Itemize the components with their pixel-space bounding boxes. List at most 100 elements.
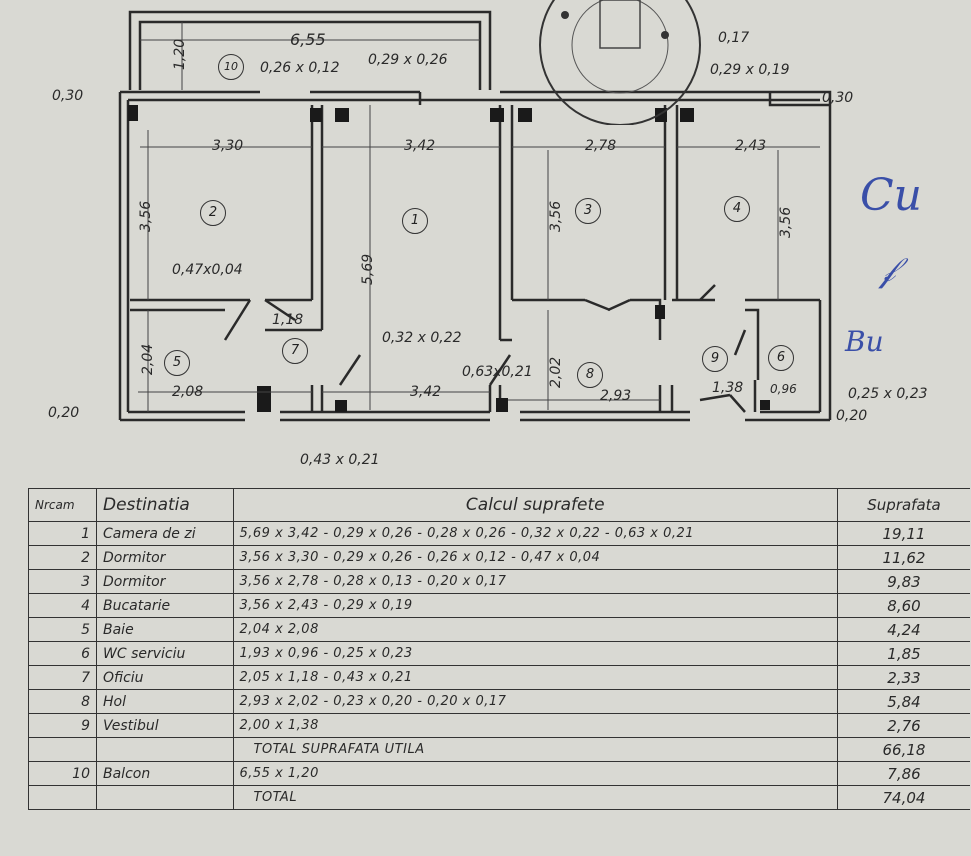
room-number: 7 <box>28 665 97 690</box>
room-number: 1 <box>28 521 97 546</box>
room-number-7: 7 <box>282 338 308 364</box>
dim-note: 0,25 x 0,23 <box>848 386 928 402</box>
room-number: 8 <box>28 689 97 714</box>
dim-r2-width: 3,30 <box>212 138 244 154</box>
header-calcul: Calcul suprafete <box>232 488 838 522</box>
room-number: 2 <box>28 545 97 570</box>
room-number-2: 2 <box>200 200 226 226</box>
doors <box>223 284 747 413</box>
room-destination <box>96 737 233 762</box>
area-calculation: TOTAL <box>232 785 838 810</box>
dim-note: 0,43 x 0,21 <box>300 452 380 468</box>
dim-r4-height: 3,56 <box>778 206 794 238</box>
room-number-3: 3 <box>575 198 601 224</box>
dim-r7-width: 1,18 <box>272 312 304 328</box>
area-value: 66,18 <box>837 737 970 762</box>
outer-wall <box>120 90 832 420</box>
area-calculation: 2,05 x 1,18 - 0,43 x 0,21 <box>232 665 838 690</box>
room-number <box>28 737 97 762</box>
room-number-4: 4 <box>724 196 750 222</box>
dim-r9-width: 1,38 <box>712 380 744 396</box>
room-number: 10 <box>28 761 97 786</box>
room-destination: Camera de zi <box>96 521 233 546</box>
dim-note: 0,29 x 0,26 <box>368 52 448 68</box>
room-number <box>28 785 97 810</box>
signature: 𝒻 <box>880 250 896 290</box>
dim-r3-height: 3,56 <box>548 200 564 232</box>
area-calculation: 2,04 x 2,08 <box>232 617 838 642</box>
room-destination: WC serviciu <box>96 641 233 666</box>
dim-note: 0,29 x 0,19 <box>710 62 790 78</box>
dim-r6-width: 0,96 <box>770 382 797 396</box>
room-destination: Hol <box>96 689 233 714</box>
header-nrcam: Nrcam <box>28 488 97 522</box>
signature: Bu <box>845 325 884 358</box>
area-value: 2,76 <box>837 713 970 738</box>
room-number: 3 <box>28 569 97 594</box>
room-number: 9 <box>28 713 97 738</box>
room-destination: Baie <box>96 617 233 642</box>
floor-plan <box>118 10 832 422</box>
area-value: 8,60 <box>837 593 970 618</box>
room-destination: Bucatarie <box>96 593 233 618</box>
room-destination: Balcon <box>96 761 233 786</box>
room-number-8: 8 <box>577 362 603 388</box>
area-table: Nrcam Destinatia Calcul suprafete Supraf… <box>28 488 970 810</box>
room-number-6: 6 <box>768 345 794 371</box>
dim-wall: 0,30 <box>52 88 84 104</box>
dim-note: 0,63x0,21 <box>462 364 533 380</box>
dim-note: 0,17 <box>718 30 750 46</box>
room-number: 5 <box>28 617 97 642</box>
area-calculation: 3,56 x 2,43 - 0,29 x 0,19 <box>232 593 838 618</box>
dim-r5-width: 2,08 <box>172 384 204 400</box>
room-number: 6 <box>28 641 97 666</box>
area-value: 7,86 <box>837 761 970 786</box>
dim-note: 0,32 x 0,22 <box>382 330 462 346</box>
area-calculation: 1,93 x 0,96 - 0,25 x 0,23 <box>232 641 838 666</box>
area-value: 74,04 <box>837 785 970 810</box>
header-suprafata: Suprafata <box>837 488 970 522</box>
room-number: 4 <box>28 593 97 618</box>
dim-note: 0,47x0,04 <box>172 262 243 278</box>
dim-r8-width: 2,93 <box>600 388 632 404</box>
room-number-10: 10 <box>218 54 244 80</box>
signature: Cu <box>860 170 923 221</box>
notary-stamp <box>539 0 701 125</box>
dim-note: 0,26 x 0,12 <box>260 60 340 76</box>
area-calculation: 3,56 x 2,78 - 0,28 x 0,13 - 0,20 x 0,17 <box>232 569 838 594</box>
dim-r1-bottom: 3,42 <box>410 384 442 400</box>
room-destination: Oficiu <box>96 665 233 690</box>
area-value: 9,83 <box>837 569 970 594</box>
area-calculation: 6,55 x 1,20 <box>232 761 838 786</box>
area-value: 11,62 <box>837 545 970 570</box>
area-value: 4,24 <box>837 617 970 642</box>
room-number-5: 5 <box>164 350 190 376</box>
dimension-lines <box>138 22 820 412</box>
room-destination <box>96 785 233 810</box>
dim-r2-height: 3,56 <box>138 200 154 232</box>
dim-r4-width: 2,43 <box>735 138 767 154</box>
table-header-row: Nrcam Destinatia Calcul suprafete Supraf… <box>28 488 970 522</box>
area-value: 1,85 <box>837 641 970 666</box>
area-value: 2,33 <box>837 665 970 690</box>
area-calculation: TOTAL SUPRAFATA UTILA <box>232 737 838 762</box>
dim-wall: 0,20 <box>836 408 868 424</box>
balcony-outline <box>128 10 492 90</box>
dim-balcony-depth: 1,20 <box>172 38 188 70</box>
dim-r8-height: 2,02 <box>548 356 564 388</box>
room-destination: Dormitor <box>96 545 233 570</box>
area-calculation: 2,93 x 2,02 - 0,23 x 0,20 - 0,20 x 0,17 <box>232 689 838 714</box>
dim-r5-height: 2,04 <box>140 343 156 375</box>
dim-wall: 0,30 <box>822 90 854 106</box>
room-number-9: 9 <box>702 346 728 372</box>
